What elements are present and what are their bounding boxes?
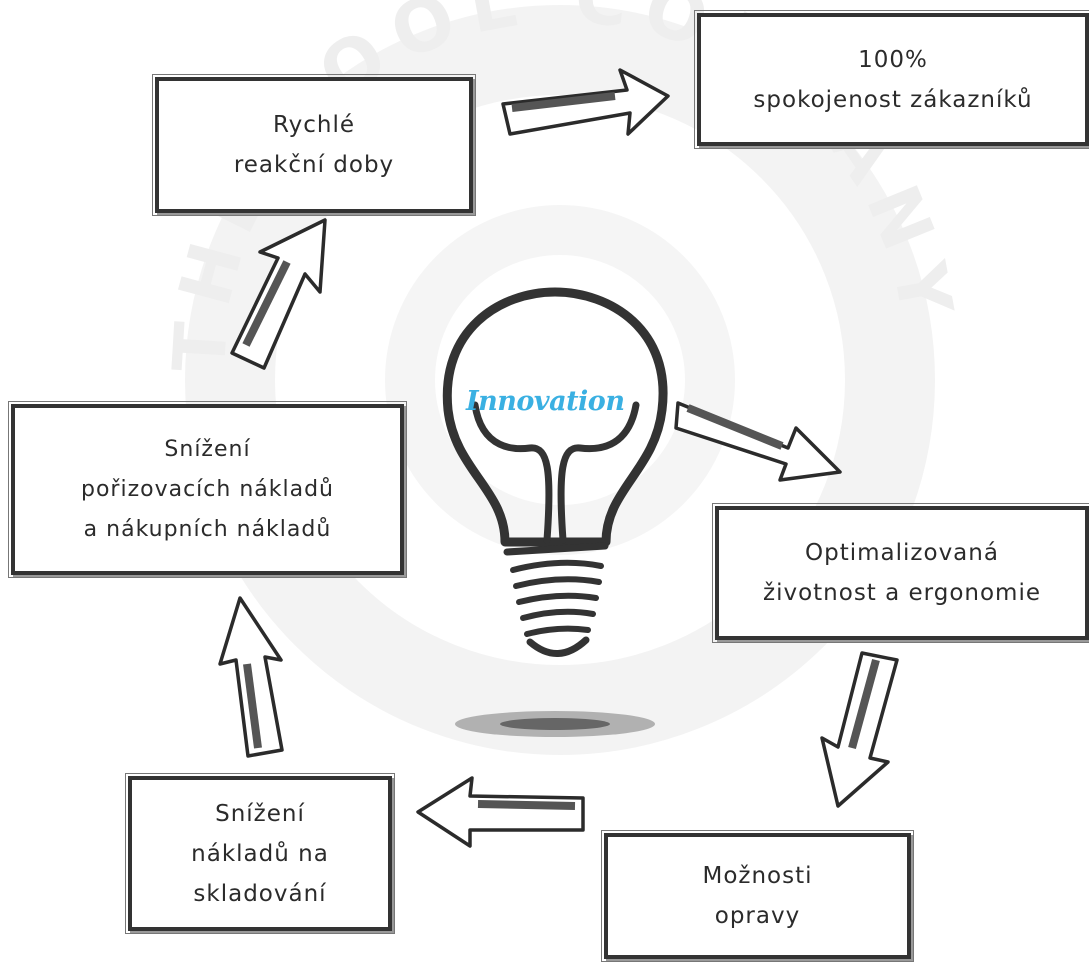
box-line: reakční doby bbox=[233, 152, 395, 178]
box-customer-satisfaction: 100% spokojenost zákazníků bbox=[694, 10, 1089, 149]
box-line: nákladů na bbox=[191, 840, 329, 867]
box-line: a nákupních nákladů bbox=[83, 516, 332, 542]
arrow-repair-to-storage bbox=[416, 776, 585, 848]
arrow-lifetime-to-repair bbox=[820, 651, 899, 808]
arrow-purchase-to-reaction bbox=[230, 218, 327, 370]
bulb-shadow-core bbox=[500, 718, 610, 730]
box-line: Snížení bbox=[215, 800, 305, 827]
light-bulb-icon bbox=[442, 287, 668, 657]
box-line: životnost a ergonomie bbox=[763, 580, 1041, 606]
box-reduced-purchase-costs: Snížení pořizovacích nákladů a nákupních… bbox=[8, 401, 407, 578]
box-repair-options: Možnosti opravy bbox=[601, 830, 914, 962]
innovation-label: Innovation bbox=[466, 386, 625, 417]
arrow-reaction-to-satisfaction bbox=[501, 68, 670, 136]
box-fast-reaction-times: Rychlé reakční doby bbox=[152, 74, 476, 216]
arrow-innovation-to-lifetime bbox=[674, 401, 842, 482]
box-optimized-lifetime: Optimalizovaná životnost a ergonomie bbox=[712, 503, 1089, 643]
box-line: Snížení bbox=[164, 436, 251, 462]
box-line: pořizovacích nákladů bbox=[81, 476, 334, 502]
box-line: opravy bbox=[714, 903, 801, 929]
arrow-storage-to-purchase bbox=[218, 596, 284, 758]
box-line: spokojenost zákazníků bbox=[753, 86, 1033, 113]
box-line: Možnosti bbox=[702, 863, 813, 889]
box-line: skladování bbox=[193, 880, 327, 907]
box-line: Optimalizovaná bbox=[805, 540, 999, 566]
box-line: 100% bbox=[858, 46, 928, 73]
box-line: Rychlé bbox=[272, 112, 356, 138]
box-reduced-storage-costs: Snížení nákladů na skladování bbox=[125, 773, 395, 934]
